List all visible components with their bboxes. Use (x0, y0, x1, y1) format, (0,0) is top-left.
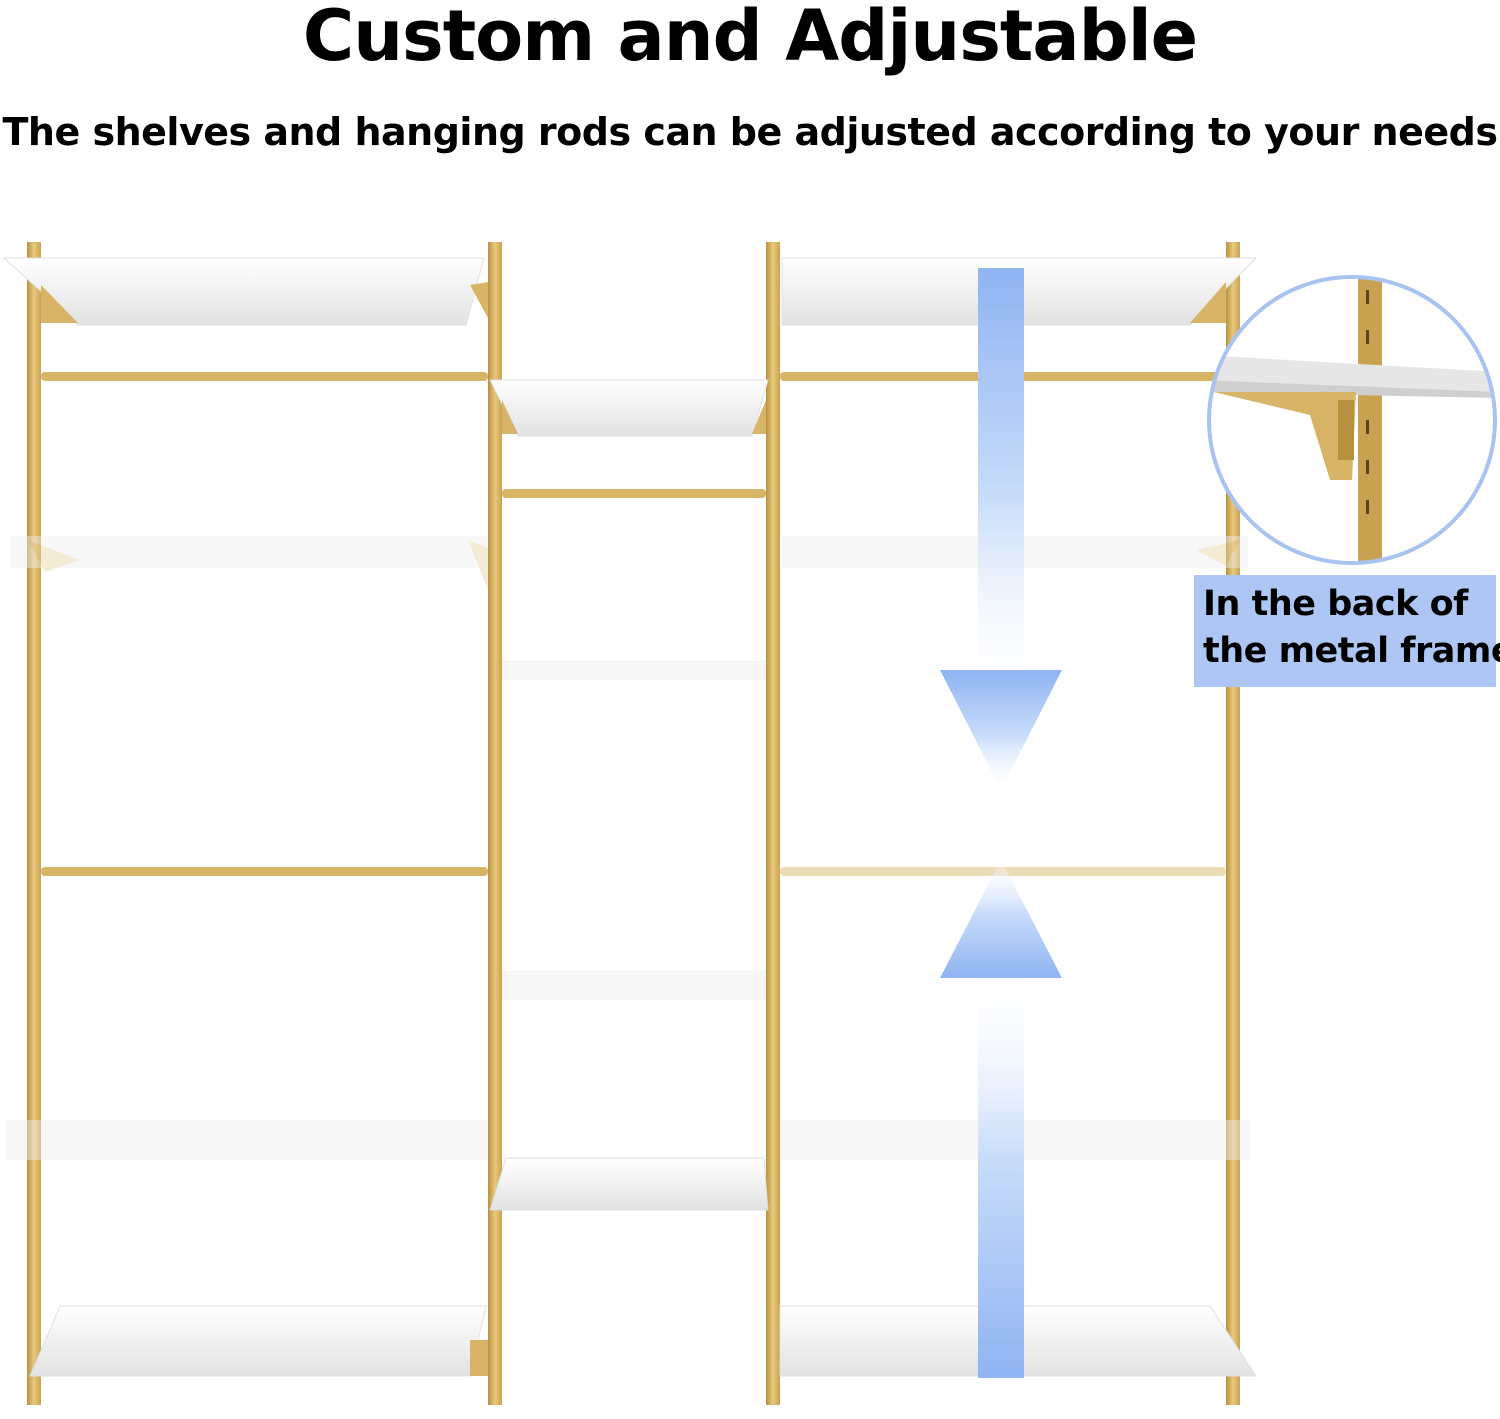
hanging-rods (41, 372, 1226, 876)
shelves-solid (2, 257, 1258, 1377)
callout-label: In the back of the metal frame (1194, 575, 1500, 687)
subheadline: The shelves and hanging rods can be adju… (2, 110, 1498, 154)
callout-line-2: the metal frame (1203, 631, 1500, 671)
zoom-detail-circle (1207, 275, 1497, 565)
callout-line-1: In the back of (1203, 584, 1468, 624)
headline: Custom and Adjustable (302, 0, 1198, 77)
frame-uprights (27, 242, 1240, 1405)
adjust-arrow-icon (940, 268, 1062, 1378)
shelves-ghost (6, 536, 1250, 1160)
